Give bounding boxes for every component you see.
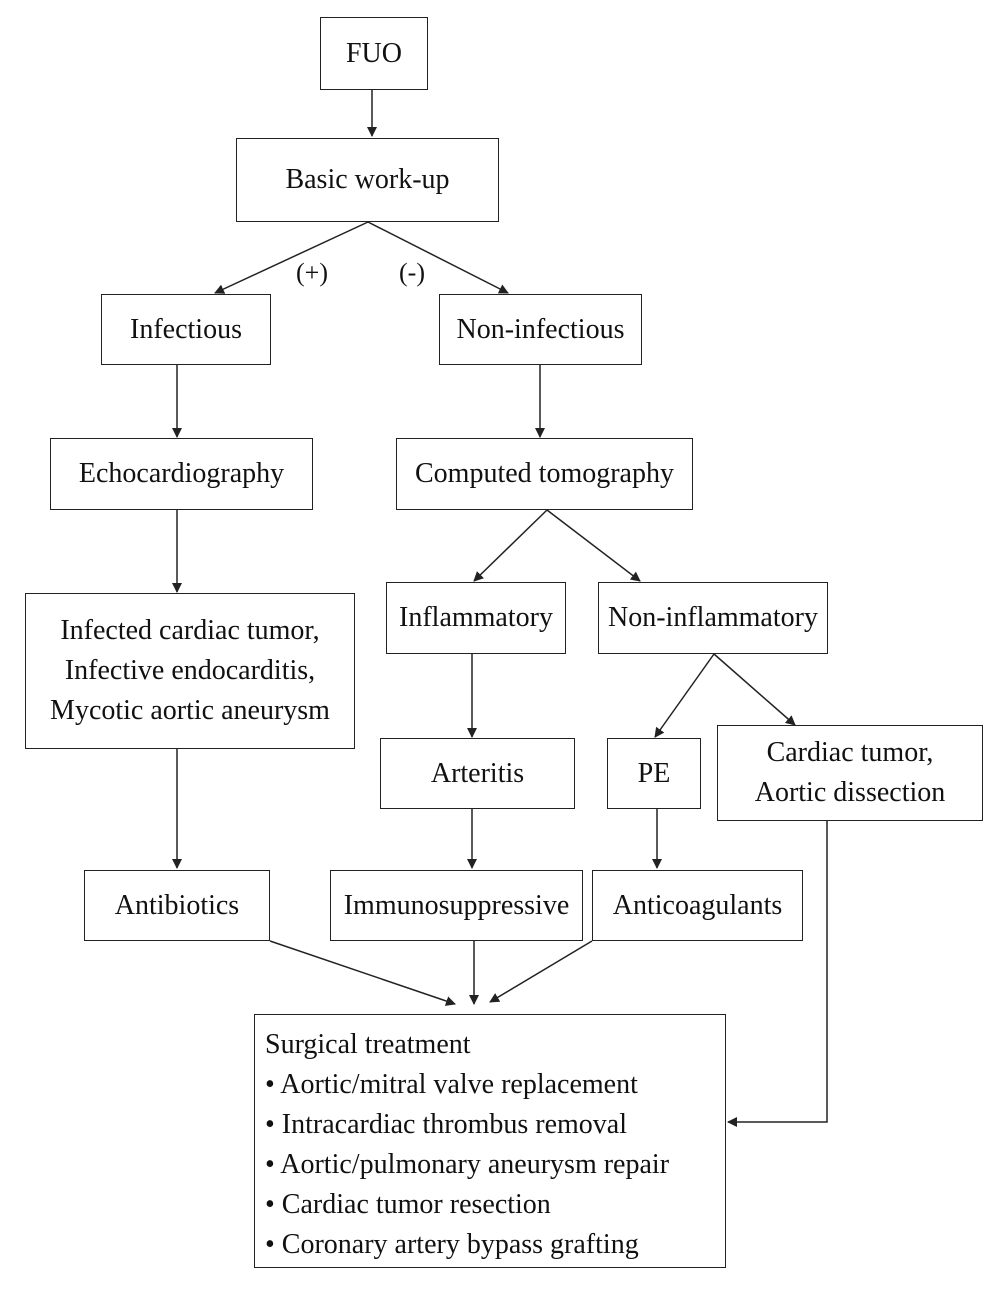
node-surgical-treatment: Surgical treatment • Aortic/mitral valve…	[254, 1014, 726, 1268]
surgical-item: • Cardiac tumor resection	[265, 1189, 551, 1220]
infected-line-2: Infective endocarditis,	[64, 655, 316, 686]
node-immunosuppressive: Immunosuppressive	[330, 870, 583, 941]
node-basic-workup-label: Basic work-up	[285, 164, 450, 195]
edge-label-negative: (-)	[399, 258, 425, 287]
arrow-noninflammatory-to-pe	[654, 653, 715, 738]
arrow-cardiac-to-surgical	[727, 821, 828, 1127]
node-computed-tomography: Computed tomography	[396, 438, 693, 510]
node-infectious-label: Infectious	[130, 313, 242, 345]
node-fuo-label: FUO	[345, 37, 402, 69]
surgical-title: Surgical treatment	[265, 1029, 471, 1060]
node-immunosuppressive-label: Immunosuppressive	[343, 889, 570, 921]
node-pe-label: PE	[637, 757, 671, 789]
node-infectious: Infectious	[101, 294, 271, 365]
node-cardiac-tumor-dissection: Cardiac tumor, Aortic dissection	[717, 725, 983, 821]
arrow-workup-to-noninfectious	[367, 221, 509, 294]
node-non-inflammatory-label: Non-inflammatory	[608, 602, 818, 633]
edge-label-positive: (+)	[296, 258, 328, 287]
surgical-item: • Intracardiac thrombus removal	[265, 1109, 627, 1140]
cardiac-line-2: Aortic dissection	[754, 777, 946, 808]
surgical-item: • Coronary artery bypass grafting	[265, 1229, 639, 1260]
node-infected-conditions: Infected cardiac tumor, Infective endoca…	[25, 593, 355, 749]
arrow-noninflammatory-to-cardiac	[713, 653, 796, 726]
node-inflammatory-label: Inflammatory	[399, 602, 553, 633]
node-inflammatory: Inflammatory	[386, 582, 566, 654]
infected-line-1: Infected cardiac tumor,	[60, 615, 320, 646]
arrow-ct-to-noninflammatory	[546, 509, 641, 582]
node-arteritis: Arteritis	[380, 738, 575, 809]
arrow-ct-to-inflammatory	[473, 509, 548, 582]
arrow-anticoag-to-surgical	[489, 940, 593, 1003]
node-computed-tomography-label: Computed tomography	[415, 458, 674, 489]
node-fuo: FUO	[320, 17, 428, 90]
node-anticoagulants: Anticoagulants	[592, 870, 803, 941]
node-basic-workup: Basic work-up	[236, 138, 499, 222]
node-echocardiography: Echocardiography	[50, 438, 313, 510]
node-echocardiography-label: Echocardiography	[78, 458, 285, 489]
arrow-antibiotics-to-surgical	[269, 940, 456, 1006]
node-non-inflammatory: Non-inflammatory	[598, 582, 828, 654]
node-antibiotics: Antibiotics	[84, 870, 270, 941]
infected-line-3: Mycotic aortic aneurysm	[50, 695, 330, 726]
surgical-item: • Aortic/pulmonary aneurysm repair	[265, 1149, 670, 1180]
node-antibiotics-label: Antibiotics	[114, 889, 240, 921]
node-anticoagulants-label: Anticoagulants	[612, 889, 783, 921]
surgical-item: • Aortic/mitral valve replacement	[265, 1069, 638, 1100]
cardiac-line-1: Cardiac tumor,	[766, 737, 934, 768]
node-non-infectious-label: Non-infectious	[456, 313, 625, 345]
node-arteritis-label: Arteritis	[430, 757, 525, 789]
node-non-infectious: Non-infectious	[439, 294, 642, 365]
node-pe: PE	[607, 738, 701, 809]
arrow-workup-to-infectious	[214, 221, 369, 294]
